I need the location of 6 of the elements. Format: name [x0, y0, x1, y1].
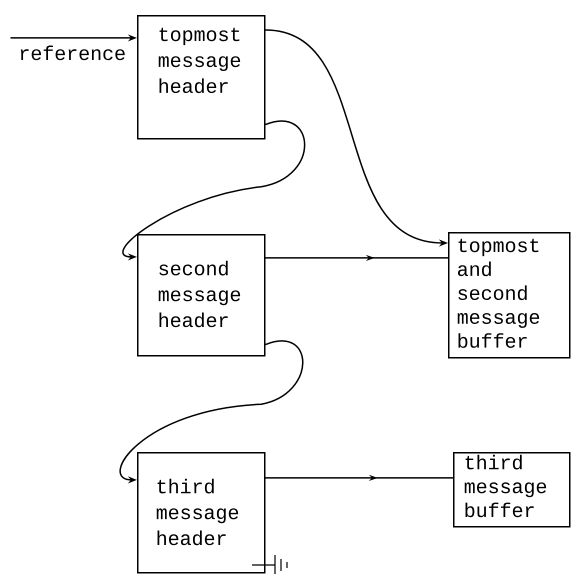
- message-box: topmost message header: [137, 15, 266, 140]
- message-box: second message header: [137, 234, 266, 356]
- edge-label: reference: [20, 46, 125, 60]
- message-box: third message header: [137, 452, 266, 574]
- message-box: third message buffer: [453, 452, 570, 528]
- message-box: topmost and second message buffer: [448, 232, 570, 358]
